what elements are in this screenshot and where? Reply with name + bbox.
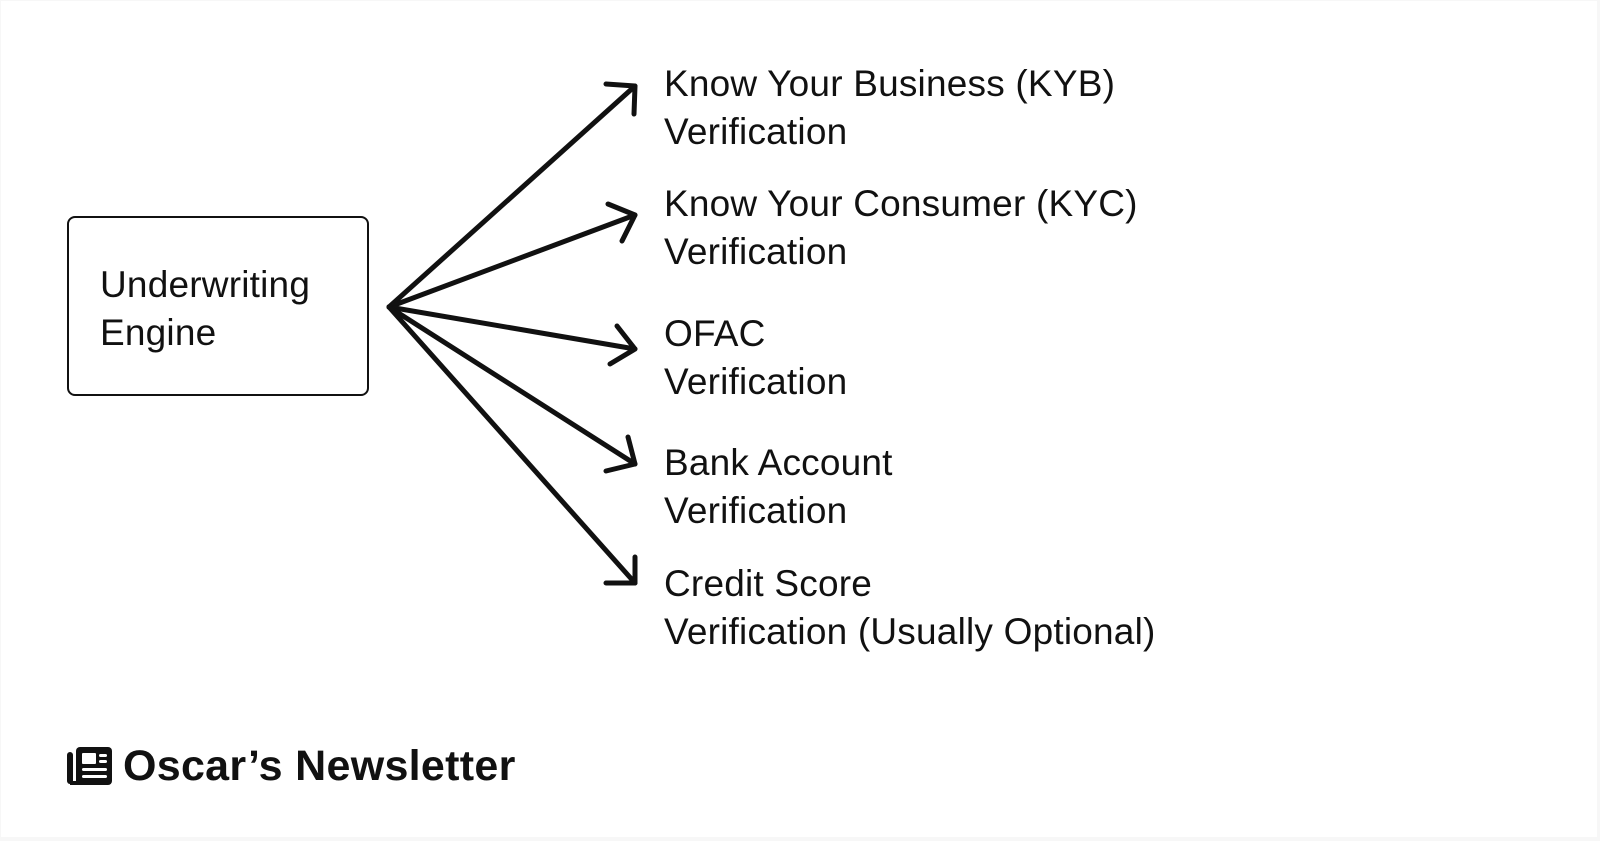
target-bank-line-1: Bank Account xyxy=(664,442,893,483)
newspaper-icon xyxy=(67,747,112,785)
target-kyc-verification: Know Your Consumer (KYC) Verification xyxy=(664,180,1138,276)
target-kyc-line-2: Verification xyxy=(664,231,848,272)
target-kyc-line-1: Know Your Consumer (KYC) xyxy=(664,183,1138,224)
arrow-bank-account xyxy=(386,304,638,474)
source-label-line-1: Underwriting xyxy=(100,264,311,305)
target-ofac-line-1: OFAC xyxy=(664,313,766,354)
source-label-line-2: Engine xyxy=(100,312,217,353)
underwriting-engine-label: Underwriting Engine xyxy=(100,261,310,357)
target-kyb-line-1: Know Your Business (KYB) xyxy=(664,63,1116,104)
target-kyb-line-2: Verification xyxy=(664,111,848,152)
target-bank-line-2: Verification xyxy=(664,490,848,531)
newsletter-brand: Oscar’s Newsletter xyxy=(67,742,516,790)
target-bank-account-verification: Bank Account Verification xyxy=(664,439,893,535)
arrow-credit-score xyxy=(386,304,638,586)
newsletter-brand-name: Oscar’s Newsletter xyxy=(123,742,516,790)
underwriting-engine-node: Underwriting Engine xyxy=(67,216,369,396)
target-ofac-line-2: Verification xyxy=(664,361,848,402)
target-credit-score-verification: Credit Score Verification (Usually Optio… xyxy=(664,560,1156,656)
target-ofac-verification: OFAC Verification xyxy=(664,310,847,406)
arrow-kyb xyxy=(386,81,638,310)
arrow-kyc xyxy=(386,201,638,310)
target-kyb-verification: Know Your Business (KYB) Verification xyxy=(664,60,1115,156)
arrow-ofac xyxy=(386,304,638,367)
target-credit-line-1: Credit Score xyxy=(664,563,873,604)
target-credit-line-2: Verification (Usually Optional) xyxy=(664,611,1156,652)
